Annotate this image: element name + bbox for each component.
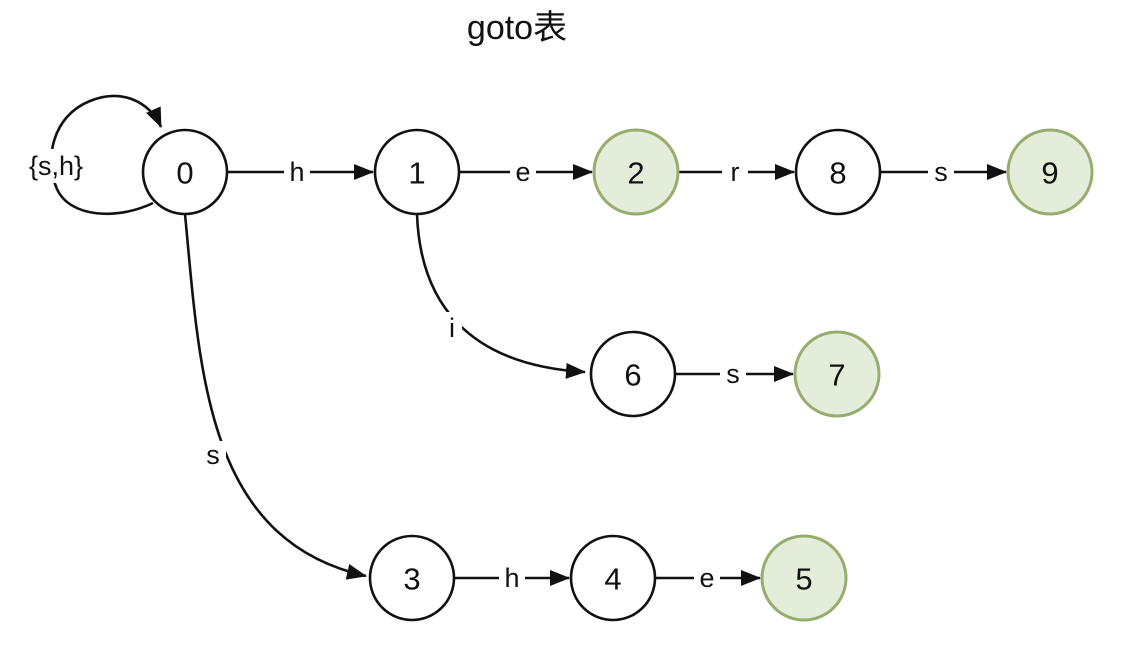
node-5-circle [760,534,848,622]
edge-label-2-8: r [731,157,740,187]
edge-label-4-5: e [699,563,714,593]
edge-label-bg-3-4 [499,564,525,592]
edge-label-3-4: h [504,563,519,593]
node-5-label: 5 [795,562,812,597]
node-8: 8 [794,128,882,216]
edge-label-bg-2-8 [722,158,748,186]
node-2: 2 [592,128,680,216]
edge-label-8-9: s [934,157,948,187]
node-0-circle [141,128,229,216]
node-3: 3 [368,534,456,622]
node-0: 0 [141,128,229,216]
node-0-label: 0 [176,156,193,191]
diagram-title: goto表 [467,9,567,47]
edge-label-bg-6-7 [720,360,746,388]
edge-label-selfloop: {s,h} [29,151,83,181]
edge-label-bg-1-6 [442,312,462,344]
node-1-label: 1 [408,156,425,191]
node-2-label: 2 [627,156,644,191]
node-3-circle [368,534,456,622]
node-1: 1 [373,128,461,216]
node-7-label: 7 [828,358,845,393]
node-8-label: 8 [829,156,846,191]
edge-label-1-6: i [449,313,455,343]
edge-label-bg-8-9 [928,158,954,186]
node-6-circle [589,330,677,418]
edge-label-bg-0-1 [284,158,310,186]
node-4-circle [569,534,657,622]
edge-label-bg-4-5 [694,564,720,592]
node-7: 7 [793,330,881,418]
node-5: 5 [760,534,848,622]
edge-0-to-3 [183,213,367,580]
node-6: 6 [589,330,677,418]
node-2-circle [592,128,680,216]
node-4-label: 4 [604,562,621,597]
edge-label-1-2: e [515,157,530,187]
node-4: 4 [569,534,657,622]
edge-label-bg-selfloop [12,149,100,183]
edge-label-0-1: h [289,157,304,187]
edge-label-6-7: s [726,359,740,389]
edge-label-0-3: s [206,440,220,470]
node-7-circle [793,330,881,418]
edge-0-to-0-selfloop [49,94,163,215]
node-6-label: 6 [624,358,641,393]
node-8-circle [794,128,882,216]
node-1-circle [373,128,461,216]
node-9-circle [1006,128,1094,216]
edge-label-bg-1-2 [510,158,536,186]
node-9-label: 9 [1041,156,1058,191]
node-3-label: 3 [403,562,420,597]
edge-label-bg-0-3 [200,441,226,469]
edge-1-to-6 [415,213,586,379]
node-9: 9 [1006,128,1094,216]
